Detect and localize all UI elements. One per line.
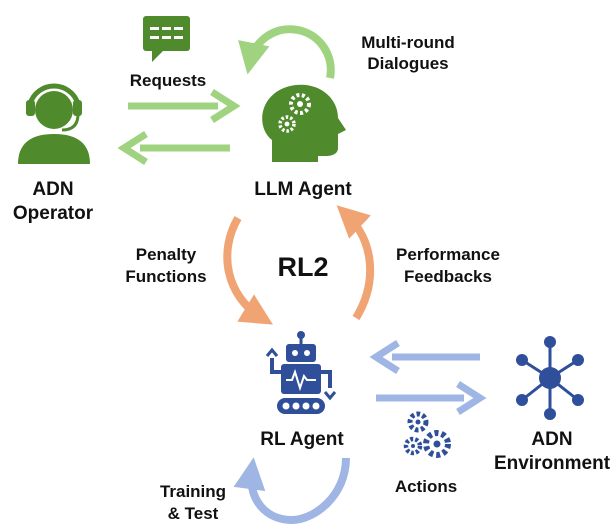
penalty-functions-arrow xyxy=(223,215,273,325)
feedback-to-agent-arrow xyxy=(369,340,480,374)
penalty-label-line2: Functions xyxy=(125,267,206,286)
multi-round-label-line1: Multi-round xyxy=(361,33,454,52)
requests-label: Requests xyxy=(130,71,207,90)
rl-agent-label: RL Agent xyxy=(260,429,344,450)
adn-operator-label-line2: Operator xyxy=(13,203,94,224)
multi-round-loop-arrow xyxy=(238,25,335,79)
robot-icon xyxy=(265,331,337,414)
training-loop-arrow xyxy=(233,457,350,525)
headset-person-icon xyxy=(18,83,90,164)
head-gears-icon xyxy=(262,84,346,162)
training-label-line2: & Test xyxy=(168,504,219,523)
actions-to-environment-arrow xyxy=(376,381,487,415)
llm-agent-label: LLM Agent xyxy=(254,179,352,200)
actions-label: Actions xyxy=(395,477,457,496)
chat-bubble-icon xyxy=(143,16,190,62)
multi-round-label-line2: Dialogues xyxy=(367,54,448,73)
network-hub-icon xyxy=(516,336,584,420)
adn-environment-label-line1: ADN xyxy=(531,429,572,450)
performance-label-line2: Feedbacks xyxy=(404,267,492,286)
penalty-label-line1: Penalty xyxy=(136,245,197,264)
response-arrow xyxy=(117,131,230,165)
adn-environment-label-line2: Environment xyxy=(494,453,611,474)
rl2-label: RL2 xyxy=(277,252,328,282)
performance-label-line1: Performance xyxy=(396,245,500,264)
gears-icon xyxy=(403,411,451,458)
training-label-line1: Training xyxy=(160,482,226,501)
performance-feedbacks-arrow xyxy=(336,205,375,321)
request-arrow xyxy=(128,89,241,123)
adn-operator-label-line1: ADN xyxy=(32,179,73,200)
